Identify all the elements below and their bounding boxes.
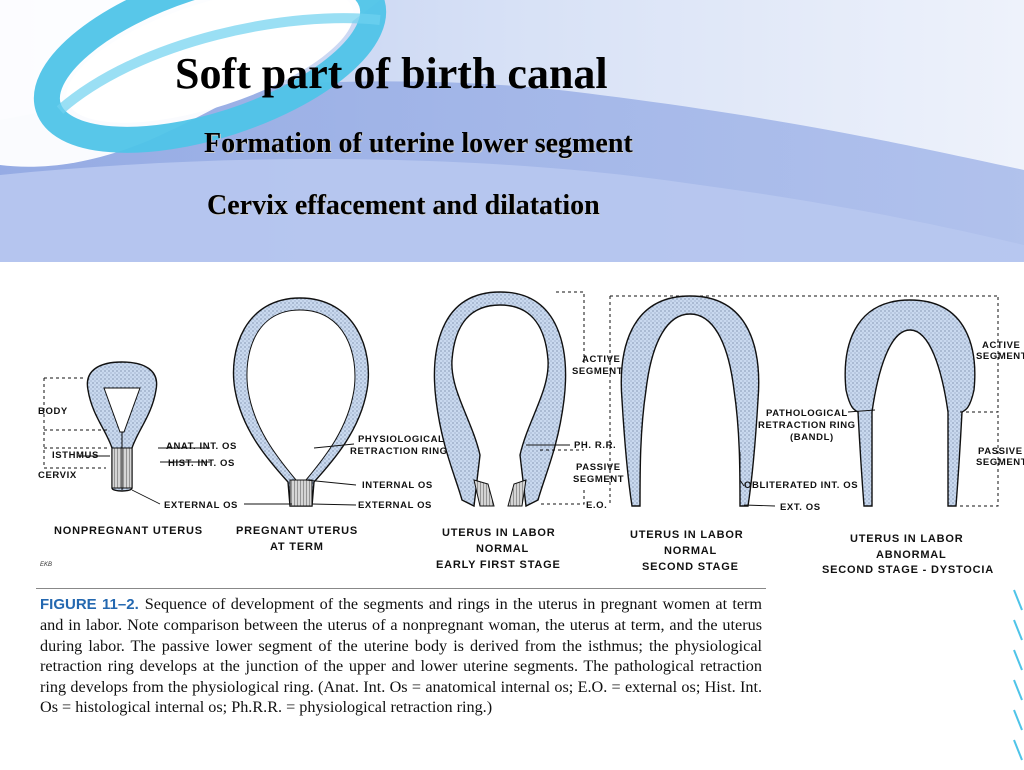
slide-header-background [0,0,1024,262]
figure-caption-lead: FIGURE 11–2. [40,596,139,613]
labor-second-stage-drawing [609,295,998,507]
caption-pregnant-2: AT TERM [270,541,324,553]
caption-dystocia-3: SECOND STAGE - DYSTOCIA [822,564,994,576]
label-passive-segment-1: PASSIVE [576,462,621,473]
label-eo: E.O. [586,500,607,511]
labor-first-stage-drawing [433,291,585,508]
label-active-segment-2: SEGMENT [572,366,623,377]
figure-caption: FIGURE 11–2.Sequence of development of t… [40,594,762,717]
label-active-segment-r1: ACTIVE [982,340,1020,351]
caption-divider [36,588,766,589]
caption-first-stage-3: EARLY FIRST STAGE [436,559,561,571]
label-active-segment-r2: SEGMENT [976,351,1024,362]
label-ph-rr: PH. R.R. [574,440,616,451]
uterus-diagram: BODY ISTHMUS CERVIX ANAT. INT. OS HIST. … [38,291,1024,576]
swirl-logo [33,0,387,153]
header-decoration [0,0,1024,262]
label-passive-segment-r2: SEGMENT [976,457,1024,468]
caption-nonpregnant: NONPREGNANT UTERUS [54,525,203,537]
label-patho-ring-1: PATHOLOGICAL [766,408,848,419]
label-active-segment-1: ACTIVE [582,354,620,365]
nonpregnant-uterus-drawing [43,361,158,492]
label-patho-ring-3: (BANDL) [790,432,834,443]
caption-dystocia-1: UTERUS IN LABOR [850,533,963,545]
caption-second-stage-3: SECOND STAGE [642,561,739,573]
leader-lines [78,409,876,507]
label-ext-os: EXT. OS [780,502,821,513]
caption-first-stage-2: NORMAL [476,543,529,555]
label-physio-ring-1: PHYSIOLOGICAL [358,434,444,445]
right-edge-decoration [1013,589,1023,761]
label-passive-segment-r1: PASSIVE [978,446,1023,457]
label-patho-ring-2: RETRACTION RING [758,420,856,431]
label-anat-int-os: ANAT. INT. OS [166,441,237,452]
label-external-os: EXTERNAL OS [164,500,238,511]
pregnant-uterus-drawing [232,297,370,507]
label-hist-int-os: HIST. INT. OS [168,458,235,469]
caption-pregnant-1: PREGNANT UTERUS [236,525,358,537]
label-cervix: CERVIX [38,470,77,481]
caption-dystocia-2: ABNORMAL [876,549,947,561]
caption-second-stage-2: NORMAL [664,545,717,557]
figure-caption-body: Sequence of development of the segments … [40,595,762,717]
slide-subtitle-cervix: Cervix effacement and dilatation [207,190,600,221]
label-obliterated-int-os: OBLITERATED INT. OS [744,480,858,491]
label-internal-os: INTERNAL OS [362,480,433,491]
label-physio-ring-2: RETRACTION RING [350,446,448,457]
label-external-os-2: EXTERNAL OS [358,500,432,511]
artist-signature: EKB [40,562,52,568]
slide-title: Soft part of birth canal [175,49,608,98]
label-body: BODY [38,406,68,417]
label-passive-segment-2: SEGMENT [573,474,624,485]
caption-second-stage-1: UTERUS IN LABOR [630,529,743,541]
caption-first-stage-1: UTERUS IN LABOR [442,527,555,539]
label-isthmus: ISTHMUS [52,450,99,461]
slide-subtitle-lower-segment: Formation of uterine lower segment [204,128,633,159]
dystocia-uterus-drawing [844,296,999,507]
uterus-figure: BODY ISTHMUS CERVIX ANAT. INT. OS HIST. … [0,270,1024,770]
